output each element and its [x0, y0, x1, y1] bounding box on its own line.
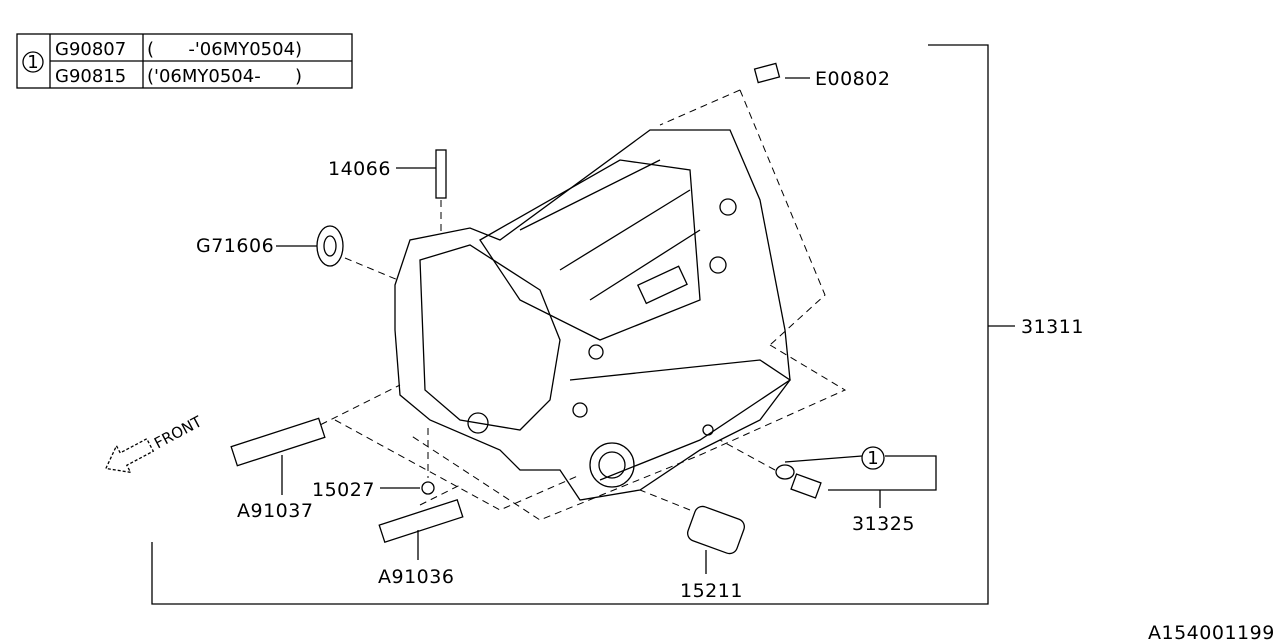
label-31311: 31311: [1021, 316, 1084, 338]
legend-marker: 1: [27, 52, 38, 73]
part-31325: 1: [775, 446, 937, 508]
part-a91037: [230, 417, 326, 495]
legend-table: 1 G90807 ( -'06MY0504) G90815 ('06MY0504…: [16, 33, 353, 89]
label-e00802: E00802: [815, 68, 890, 90]
front-arrow-icon: FRONT: [104, 412, 206, 474]
ref-marker: 1: [867, 448, 878, 469]
label-g71606: G71606: [196, 235, 274, 257]
label-15027: 15027: [312, 479, 375, 501]
assembly-bracket: [151, 44, 989, 605]
part-e00802: [753, 62, 810, 84]
front-label: FRONT: [151, 412, 205, 452]
legend-range-1: ( -'06MY0504): [147, 39, 302, 60]
label-14066: 14066: [328, 158, 391, 180]
part-15027: [380, 481, 435, 495]
legend-part-1: G90807: [55, 39, 126, 60]
part-14066: [396, 149, 447, 199]
label-a91037: A91037: [237, 500, 313, 522]
diagram-id: A154001199: [1148, 622, 1275, 640]
part-a91036: [378, 498, 464, 560]
ref-circle-icon: [861, 446, 885, 470]
part-15211: [687, 505, 745, 574]
label-a91036: A91036: [378, 566, 454, 588]
part-g71606: [276, 225, 344, 267]
transmission-case: [394, 129, 792, 501]
ref-circle-icon: [22, 51, 44, 73]
legend-range-2: ('06MY0504- ): [147, 66, 302, 87]
label-15211: 15211: [680, 580, 743, 602]
label-31325: 31325: [852, 513, 915, 535]
legend-part-2: G90815: [55, 66, 126, 87]
